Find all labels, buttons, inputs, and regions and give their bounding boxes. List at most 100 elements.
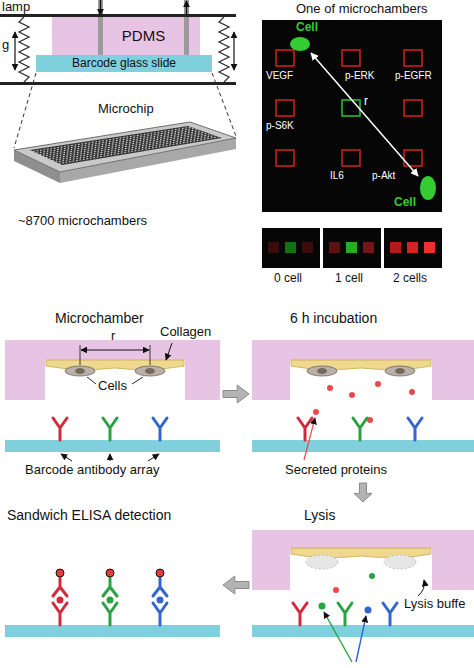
spot [404,50,422,66]
dye [106,569,114,577]
outlet-tube [184,17,189,55]
leader-line [304,418,315,460]
count-label: 0 cell [274,272,302,286]
antibody [103,603,117,625]
spot [363,242,374,253]
step-heading: 6 h incubation [290,310,377,326]
cell [307,366,337,376]
spot [342,100,360,116]
clamp-assembly [0,0,236,85]
clamp-label: lamp [2,0,30,15]
count-label: 2 cells [393,272,427,286]
collagen [46,360,184,370]
part-label: Lysis buffe [404,597,465,612]
protein [375,381,381,387]
dark-field [262,20,442,212]
dark-field [262,228,320,268]
spring [19,17,29,82]
pdms-wall [252,340,474,400]
dark-field [323,228,381,268]
step-microchamber [5,340,220,461]
box-label: PDMS [122,27,165,44]
detection-antibody [153,578,167,596]
nucleus [75,368,85,374]
step-heading: Microchamber [55,310,144,326]
distance-label: r [364,95,368,109]
pdms-wall [5,340,220,400]
microchamber-row [43,131,202,156]
spot [342,150,360,166]
microchamber-row [49,133,208,159]
fluorescence-image [262,20,442,212]
tick [150,345,151,365]
antibody [153,418,167,440]
leader-line [61,454,72,461]
step-elisa [5,569,220,637]
pdms-block: PDMS [52,17,200,55]
chamber [45,360,185,400]
spot [268,242,279,253]
image-title: One of microchambers [296,2,428,17]
protein-label: p-EGFR [395,70,432,82]
leader-line [418,580,424,596]
microchamber-rows [33,127,218,163]
detection-antibody [53,578,67,596]
antibody [53,418,67,440]
protein [313,409,319,415]
spot [276,100,294,116]
box-label: Barcode glass slide [72,57,176,71]
antibody [53,418,167,440]
antibody [383,603,397,625]
dark-field [384,228,442,268]
step-heading: Sandwich ELISA detection [7,507,171,523]
flow-arrow [100,0,101,15]
antibody [408,418,422,440]
cell-label: Cell [296,21,318,35]
dye [156,569,164,577]
step-lysis [252,530,474,662]
distance-arrow [81,350,149,351]
pdms-wall [252,530,474,590]
nucleus [395,368,405,374]
spot [346,242,357,253]
lysed-cell [384,555,416,569]
protein-label: IL6 [330,170,344,182]
antigen [157,597,164,604]
nucleus [145,368,155,374]
part-label: Collagen [160,325,211,340]
tick [80,345,81,365]
antibody [298,418,422,440]
leader-line [356,616,366,662]
spring [219,17,229,82]
microchamber-row [46,132,205,158]
part-label: Secreted proteins [285,463,387,478]
leader-line [166,343,172,360]
spot [276,50,294,66]
cell-label: Cell [394,196,416,210]
part-label: Cells [98,379,127,394]
spot [285,242,296,253]
cell [290,37,310,51]
chamber [290,548,432,590]
microchamber-row [59,137,219,164]
chamber [290,360,432,400]
step-heading: Lysis [304,507,335,523]
part-label: ~8700 microchambers [18,214,147,229]
step-panel: Lysis [252,505,474,665]
spot [342,50,360,66]
antibody [293,603,397,625]
microchamber-row [52,134,211,160]
protein-label: p-Akt [372,170,395,182]
antibody-spots [276,50,422,166]
antibody [338,603,352,625]
nucleus [317,368,327,374]
dye [56,569,64,577]
clamp-plate [0,82,236,85]
antibody [293,603,307,625]
leader-line [110,454,111,461]
step-arrow [223,576,249,594]
detection-antibody [103,578,117,596]
spot [390,242,401,253]
